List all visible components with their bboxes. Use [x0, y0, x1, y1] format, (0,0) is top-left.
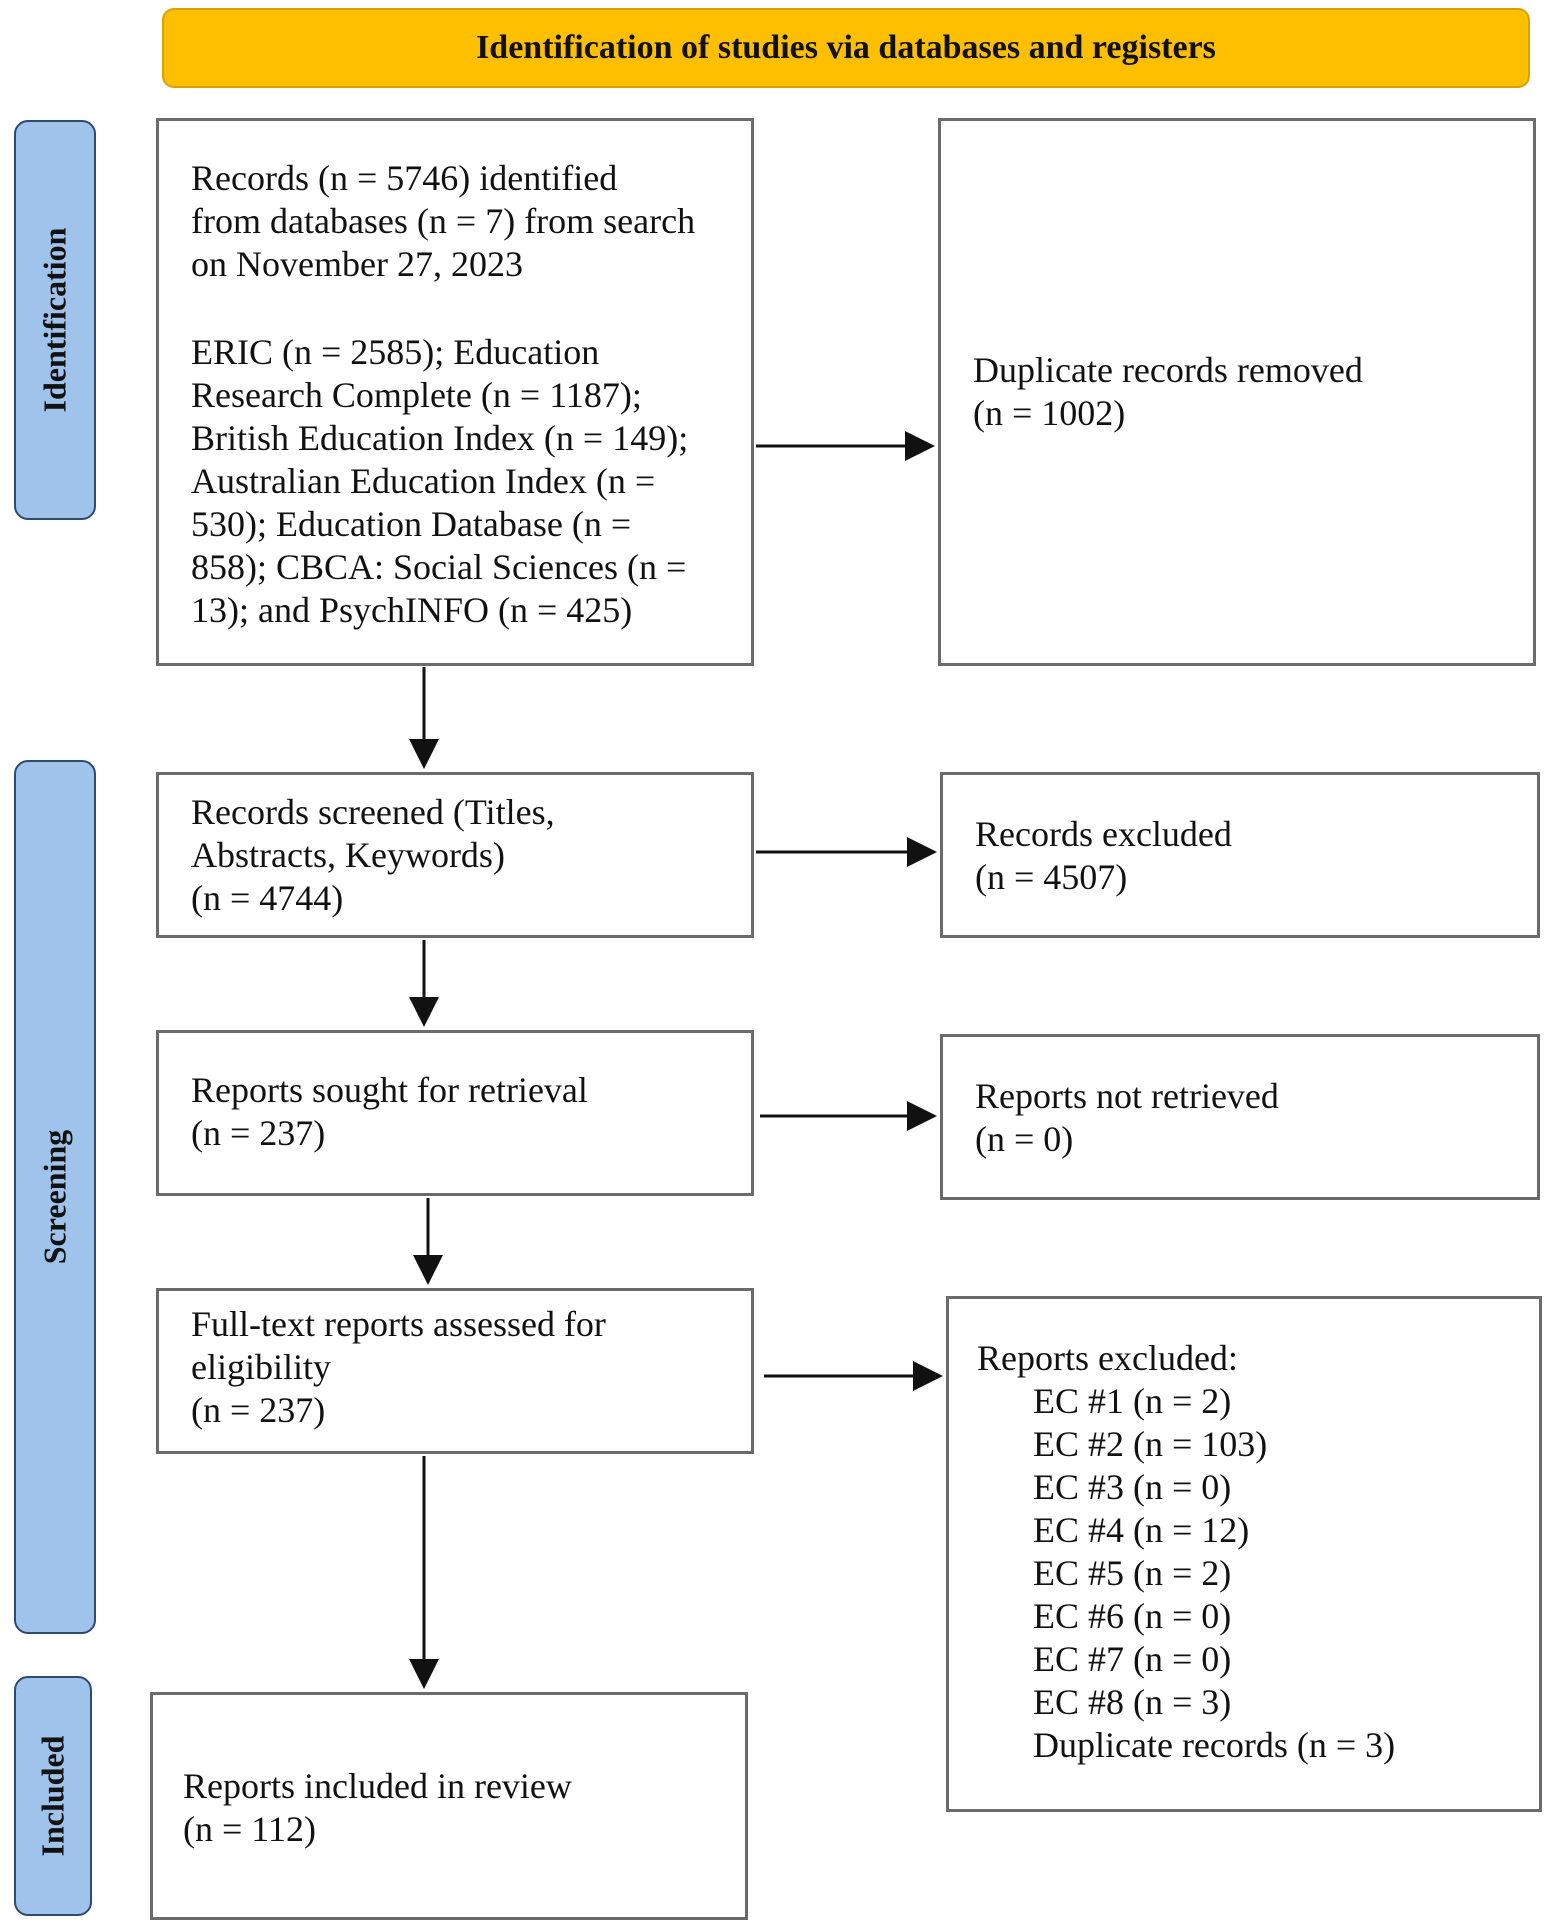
reports-excluded-heading: Reports excluded:	[977, 1338, 1238, 1378]
reports-not-retrieved-box: Reports not retrieved (n = 0)	[940, 1034, 1540, 1200]
diagram-title: Identification of studies via databases …	[162, 8, 1530, 88]
text-line: Records screened (Titles,	[191, 792, 555, 832]
exclusion-item: EC #1 (n = 2)	[1033, 1381, 1232, 1421]
records-screened-box: Records screened (Titles, Abstracts, Key…	[156, 772, 754, 938]
text-line: from databases (n = 7) from search	[191, 201, 696, 241]
records-excluded-box: Records excluded (n = 4507)	[940, 772, 1540, 938]
text-line: 13); and PsychINFO (n = 425)	[191, 590, 633, 630]
records-identified-databases: ERIC (n = 2585); Education Research Comp…	[191, 331, 737, 632]
reports-sought-box: Reports sought for retrieval (n = 237)	[156, 1030, 754, 1196]
phase-included: Included	[14, 1676, 92, 1916]
included-review-box: Reports included in review (n = 112)	[150, 1692, 748, 1920]
text-line: Abstracts, Keywords)	[191, 835, 505, 875]
text-line: (n = 1002)	[973, 393, 1126, 433]
records-identified-box: Records (n = 5746) identified from datab…	[156, 118, 754, 666]
text-line: British Education Index (n = 149);	[191, 418, 689, 458]
exclusion-item: Duplicate records (n = 3)	[1033, 1725, 1396, 1765]
exclusion-item: EC #4 (n = 12)	[1033, 1510, 1250, 1550]
text-line: Australian Education Index (n =	[191, 461, 656, 501]
text-line: (n = 237)	[191, 1390, 326, 1430]
text-line: Records (n = 5746) identified	[191, 158, 618, 198]
text-line: (n = 112)	[183, 1809, 316, 1849]
phase-identification: Identification	[14, 120, 96, 520]
exclusion-item: EC #3 (n = 0)	[1033, 1467, 1232, 1507]
fulltext-assessed-box: Full-text reports assessed for eligibili…	[156, 1288, 754, 1454]
exclusion-item: EC #6 (n = 0)	[1033, 1596, 1232, 1636]
text-line: Reports sought for retrieval	[191, 1070, 588, 1110]
text-line: (n = 4507)	[975, 857, 1128, 897]
text-line: eligibility	[191, 1347, 331, 1387]
text-line: Reports included in review	[183, 1766, 572, 1806]
text-line: on November 27, 2023	[191, 244, 523, 284]
text-line: (n = 4744)	[191, 878, 344, 918]
text-line: Full-text reports assessed for	[191, 1304, 606, 1344]
exclusion-item: EC #8 (n = 3)	[1033, 1682, 1232, 1722]
text-line: ERIC (n = 2585); Education	[191, 332, 600, 372]
text-line: (n = 237)	[191, 1113, 326, 1153]
reports-excluded-box: Reports excluded: EC #1 (n = 2) EC #2 (n…	[946, 1296, 1542, 1812]
text-line: Duplicate records removed	[973, 350, 1363, 390]
exclusion-item: EC #7 (n = 0)	[1033, 1639, 1232, 1679]
duplicates-removed-box: Duplicate records removed (n = 1002)	[938, 118, 1536, 666]
text-line: Research Complete (n = 1187);	[191, 375, 642, 415]
phase-screening: Screening	[14, 760, 96, 1634]
text-line: (n = 0)	[975, 1119, 1074, 1159]
text-line: Reports not retrieved	[975, 1076, 1279, 1116]
exclusion-item: EC #2 (n = 103)	[1033, 1424, 1268, 1464]
records-identified-summary: Records (n = 5746) identified from datab…	[191, 157, 737, 286]
text-line: 530); Education Database (n =	[191, 504, 632, 544]
text-line: Records excluded	[975, 814, 1232, 854]
exclusion-item: EC #5 (n = 2)	[1033, 1553, 1232, 1593]
text-line: 858); CBCA: Social Sciences (n =	[191, 547, 687, 587]
